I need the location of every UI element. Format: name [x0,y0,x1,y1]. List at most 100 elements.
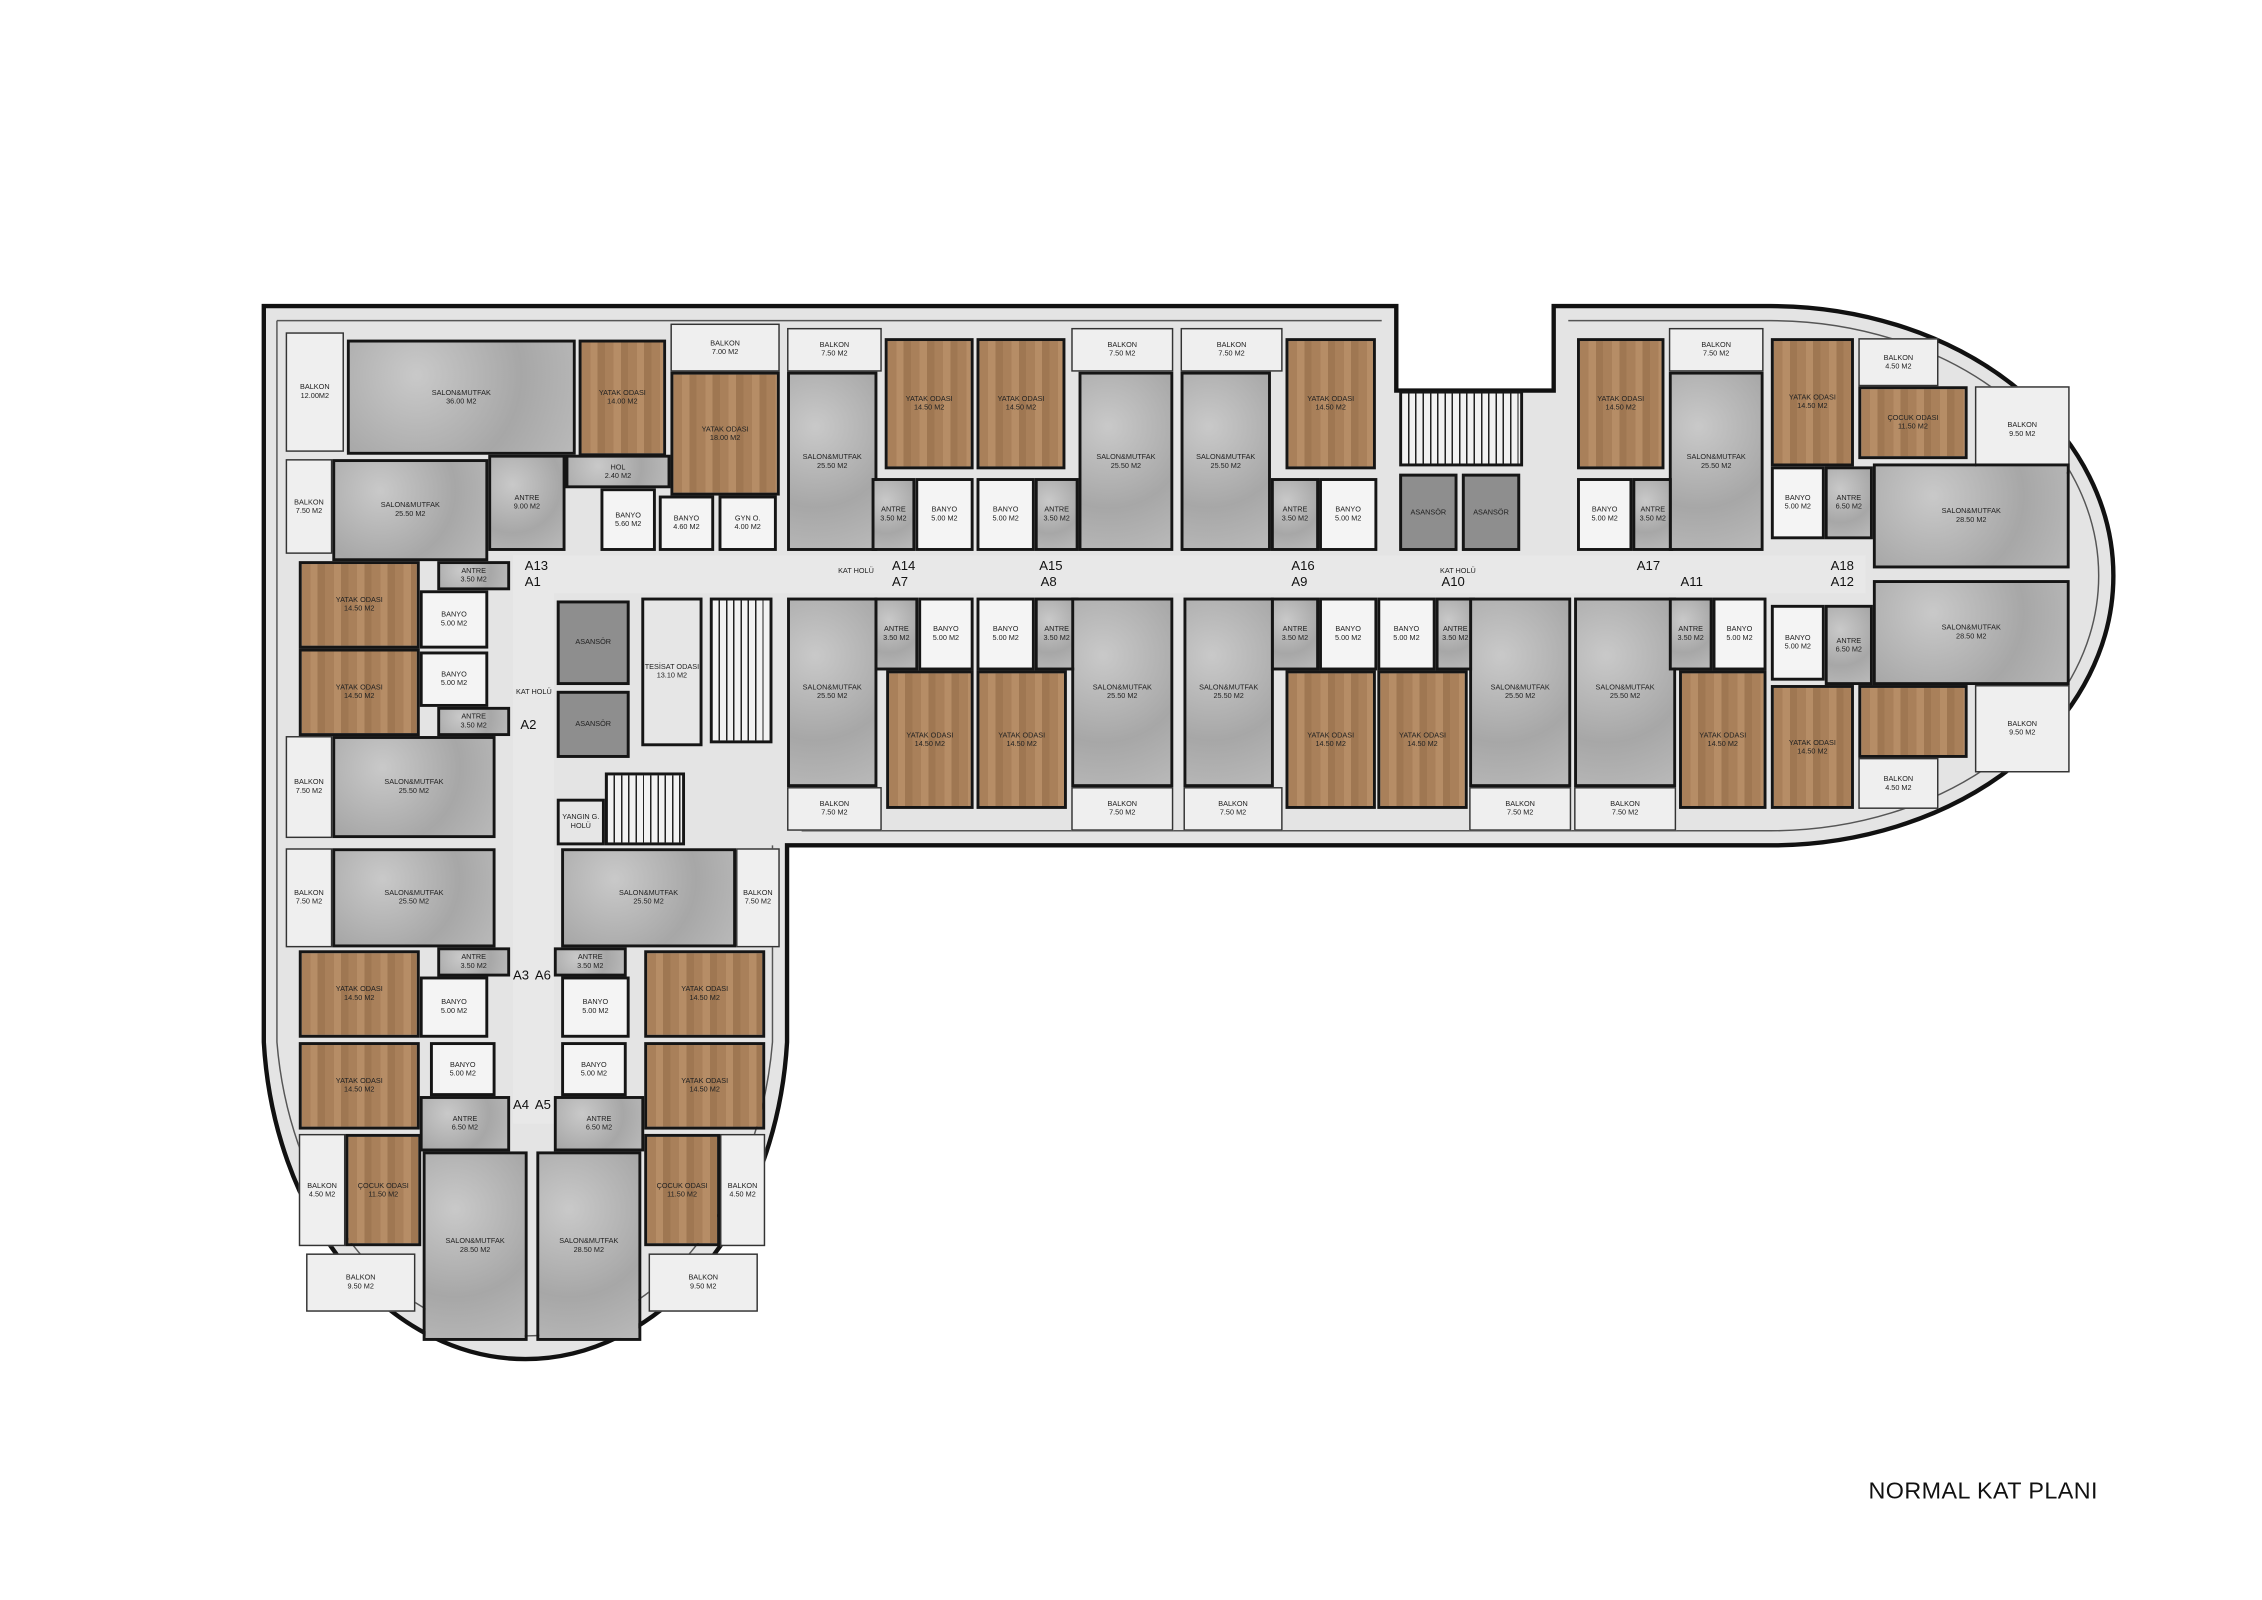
room-area: 9.50 M2 [2009,429,2036,439]
room-name: YATAK ODASI [681,985,729,995]
room-area: 5.00 M2 [449,1069,476,1078]
room-area: 14.50 M2 [1006,739,1037,749]
room-name: ASANSÖR [1473,507,1509,517]
room-name: BANYO [1591,505,1618,515]
room-area: 7.50 M2 [821,808,848,818]
room-name: BANYO [933,625,959,635]
room-name: ASANSÖR [575,638,612,648]
room-name: BALKON [1218,800,1248,809]
unit-marker: A7 [891,574,909,589]
room-name: YATAK ODASI [681,1077,729,1086]
room-area: 5.00 M2 [932,634,960,643]
room-name: SALON&MUTFAK [445,1237,505,1247]
room-name: SALON&MUTFAK [559,1237,619,1247]
room-name: BANYO [673,514,700,524]
unit-marker: A14 [891,558,916,573]
room-name: BALKON [300,383,330,393]
room-area: 7.50 M2 [295,787,323,796]
unit-marker: A3 [513,967,530,983]
room-area: 11.50 M2 [667,1190,698,1199]
room-name: SALON&MUTFAK [1595,683,1655,693]
room-name: SALON&MUTFAK [619,889,679,898]
room-area: 25.50 M2 [398,897,430,907]
room-area: 7.50 M2 [1218,349,1245,359]
room-name: SALON&MUTFAK [1941,623,2001,633]
room-area: 11.50 M2 [368,1190,399,1199]
room-area: 5.00 M2 [992,514,1019,524]
room-area: 7.50 M2 [1109,349,1136,359]
room-area: 25.50 M2 [1210,461,1241,471]
room-name: BANYO [1335,625,1361,635]
unit-marker: A13 [524,558,549,573]
corridor-label: KAT HOLÜ [838,566,874,576]
room-name: YANGIN G. [562,813,600,823]
room-name: YATAK ODASI [1788,393,1836,403]
room-name: BALKON [727,1181,758,1191]
room-area: 25.50 M2 [633,897,664,907]
unit-marker: A17 [1636,558,1661,573]
room-name: BANYO [1785,634,1811,643]
unit-marker: A1 [524,574,541,589]
room-name: GYN O. [734,514,761,524]
room-name: ANTRE [1282,505,1308,515]
room-area: 7.50 M2 [1506,808,1534,818]
room-name: BALKON [1610,800,1640,809]
room-name: SALON&MUTFAK [802,683,862,693]
room-child-bedroom-unlabeled [1858,685,1968,758]
room-name: YATAK ODASI [906,730,954,740]
room-area: 9.00 M2 [513,502,541,512]
room-name: YATAK ODASI [1307,394,1355,404]
room-name: SALON&MUTFAK [1196,452,1256,462]
room-area: 28.50 M2 [573,1246,605,1255]
room-name: BALKON [345,1273,376,1283]
room-area: 14.50 M2 [689,994,720,1003]
room-name: YATAK ODASI [335,1077,383,1086]
room-name: YATAK ODASI [1699,730,1747,740]
room-name: BALKON [1107,341,1138,350]
corridor-label: KAT HOLÜ [515,687,552,697]
room-name: ÇOCUK ODASI [1887,413,1939,423]
room-name: BANYO [449,1060,476,1070]
room-name: BANYO [1335,505,1361,515]
room-area: HOLÜ [570,822,591,831]
room-area: 14.50 M2 [1605,403,1636,413]
room-name: BALKON [1883,353,1914,363]
room-name: BANYO [441,670,467,680]
room-name: BANYO [1726,625,1753,635]
room-name: BANYO [582,998,609,1008]
room-area: 7.50 M2 [1703,349,1730,359]
room-area: 18.00 M2 [709,433,741,443]
room-name: YATAK ODASI [905,394,953,404]
room-area: 14.50 M2 [344,692,375,702]
room-area: 3.50 M2 [1281,634,1309,643]
room-name: ANTRE [461,953,487,962]
room-name: ANTRE [1640,505,1666,515]
